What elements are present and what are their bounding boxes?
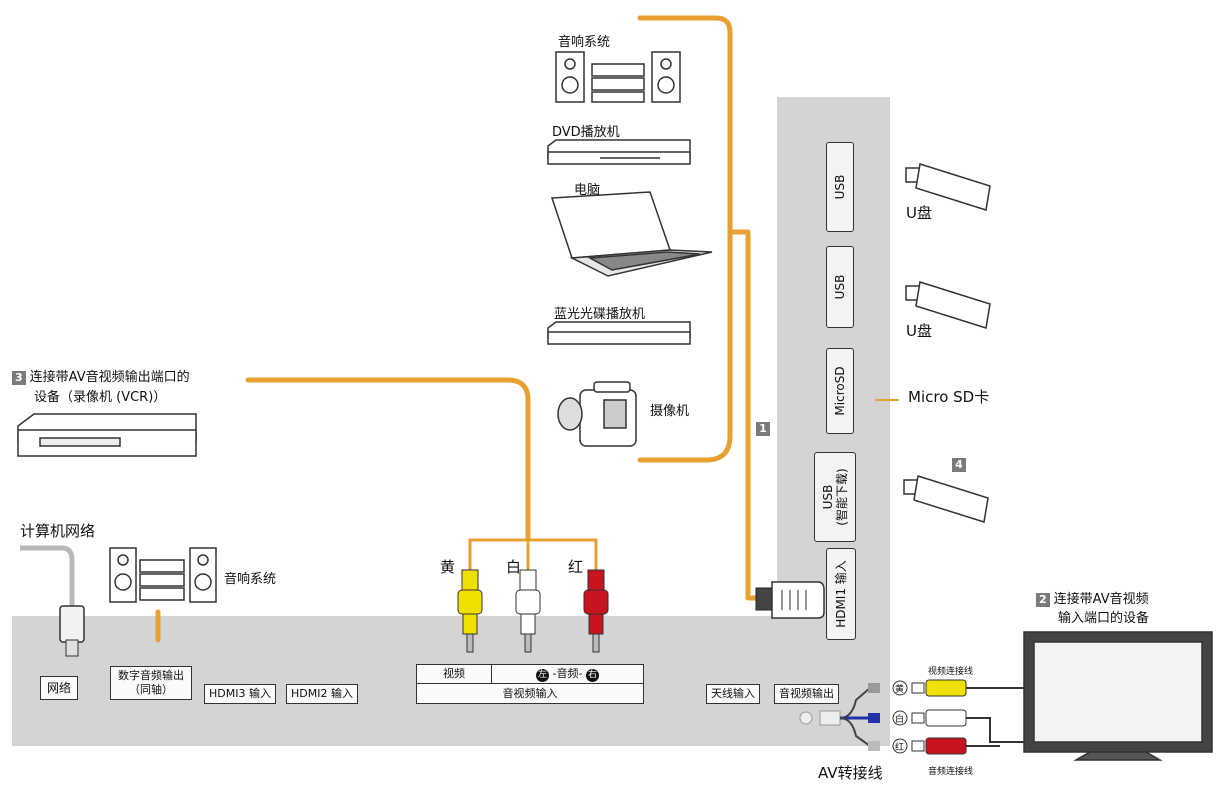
yellow-cable-label: 黄 — [440, 558, 456, 576]
network-port[interactable]: 网络 — [40, 676, 79, 700]
microsd-slot-label: MicroSD — [833, 366, 847, 416]
microsd-slot[interactable]: MicroSD — [826, 348, 854, 434]
av-input-device-line2: 输入端口的设备 — [1058, 611, 1150, 626]
step-4-badge: 4 — [952, 458, 966, 472]
tv-icon — [1023, 631, 1213, 761]
usb-smart-port[interactable]: USB (智能下载) — [814, 452, 856, 542]
av-audio-group: 左 -音频- 右 — [492, 665, 643, 684]
audio-system-top-icon — [555, 51, 681, 103]
hdmi2-port[interactable]: HDMI2 输入 — [286, 684, 358, 704]
mark-white: 白 — [895, 715, 905, 725]
bluray-player-icon — [547, 321, 691, 345]
vcr-icon — [17, 413, 197, 457]
audio-cable-label: 音频连接线 — [928, 767, 974, 777]
red-cable-label: 红 — [568, 558, 584, 576]
connection-cables — [155, 15, 899, 643]
digital-audio-line1: 数字音频输出 — [118, 669, 184, 682]
network-cable — [20, 545, 85, 657]
usb-drive-2-icon — [905, 281, 991, 329]
av-input-device-line1: 连接带AV音视频 — [1053, 592, 1149, 607]
camcorder-label: 摄像机 — [650, 404, 690, 419]
mark-yellow: 黄 — [895, 685, 905, 695]
audio-system-bottom-icon — [109, 547, 217, 603]
audio-system-bottom-label: 音响系统 — [224, 572, 277, 587]
yellow-rca-plug — [457, 569, 483, 653]
av-adapter-cable — [799, 679, 1024, 755]
av-output-device-line2: 设备（录像机 (VCR)） — [34, 390, 167, 405]
av-video-label: 视频 — [417, 665, 492, 684]
usb-drive-1-label: U盘 — [906, 204, 932, 222]
camcorder-icon — [557, 381, 637, 447]
usb-drive-2-label: U盘 — [906, 322, 932, 340]
white-cable-label: 白 — [506, 558, 522, 576]
mark-red: 红 — [895, 743, 905, 753]
usb-drive-1-icon — [905, 163, 991, 211]
usb-port-1-label: USB — [833, 174, 847, 200]
step-3-badge: 3 — [12, 371, 26, 385]
audio-right-mark: 右 — [585, 669, 599, 682]
antenna-port[interactable]: 天线输入 — [706, 684, 760, 704]
usb-smart-port-label: USB (智能下载) — [821, 468, 849, 525]
av-input-port[interactable]: 视频 左 -音频- 右 音视频输入 — [416, 664, 644, 704]
micro-sd-label: Micro SD卡 — [908, 388, 990, 406]
usb-port-2[interactable]: USB — [826, 246, 854, 328]
rca-cable-tree — [468, 538, 598, 570]
usb-smart-line2: (智能下载) — [835, 468, 849, 526]
audio-system-top-label: 音响系统 — [558, 35, 611, 50]
step-2-badge: 2 — [1036, 593, 1050, 607]
usb-drive-smart-icon — [903, 475, 989, 523]
av-adapter-label: AV转接线 — [818, 764, 883, 782]
hdmi-plug — [755, 581, 825, 619]
bluray-player-label: 蓝光光碟播放机 — [554, 307, 646, 322]
hdmi3-port[interactable]: HDMI3 输入 — [204, 684, 276, 704]
av-input-label: 音视频输入 — [502, 687, 558, 700]
usb-port-1[interactable]: USB — [826, 142, 854, 232]
video-cable-label: 视频连接线 — [928, 667, 974, 677]
step-1-badge: 1 — [756, 422, 770, 436]
computer-network-label: 计算机网络 — [20, 522, 96, 540]
av-output-port[interactable]: 音视频输出 — [774, 684, 839, 704]
usb-smart-line1: USB — [821, 484, 835, 510]
av-audio-label: -音频- — [552, 667, 583, 680]
computer-label: 电脑 — [574, 183, 601, 198]
usb-port-2-label: USB — [833, 274, 847, 300]
digital-audio-port[interactable]: 数字音频输出 （同轴） — [110, 666, 192, 700]
laptop-icon — [550, 191, 713, 277]
av-output-device-line1: 连接带AV音视频输出端口的 — [29, 370, 190, 385]
dvd-player-label: DVD播放机 — [552, 125, 620, 140]
digital-audio-line2: （同轴） — [129, 683, 173, 696]
hdmi1-port[interactable]: HDMI1 输入 — [826, 548, 856, 640]
white-rca-plug — [515, 569, 541, 653]
red-rca-plug — [583, 569, 609, 653]
hdmi1-port-label: HDMI1 输入 — [834, 560, 848, 628]
audio-left-mark: 左 — [536, 669, 550, 682]
dvd-player-icon — [547, 139, 691, 165]
